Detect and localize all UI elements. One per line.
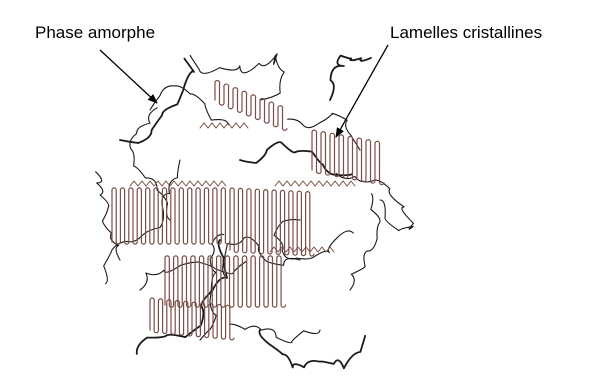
crystalline-lamellae-arrow (336, 45, 388, 137)
fold-surface-2 (275, 181, 355, 186)
amorphous-chain (240, 142, 352, 175)
fold-surface-1 (130, 181, 226, 186)
amorphous-chain (120, 59, 194, 143)
fold-surface-3 (200, 123, 248, 128)
amorphous-chains (96, 54, 414, 369)
crystalline-lamellae (112, 80, 384, 339)
amorphous-chain (140, 262, 246, 291)
lamella-2 (312, 130, 384, 185)
lamella-5 (165, 256, 285, 307)
amorphous-chain (330, 56, 371, 100)
amorphous-chain (350, 194, 380, 290)
amorphous-chain (274, 220, 353, 259)
amorphous-chain (230, 324, 321, 343)
amorphous-phase-arrow (100, 50, 157, 103)
amorphous-chain (150, 86, 228, 125)
lamella-3 (112, 188, 230, 244)
amorphous-chain (259, 330, 365, 368)
lamella-1 (215, 80, 287, 130)
lamella-4 (230, 188, 314, 256)
